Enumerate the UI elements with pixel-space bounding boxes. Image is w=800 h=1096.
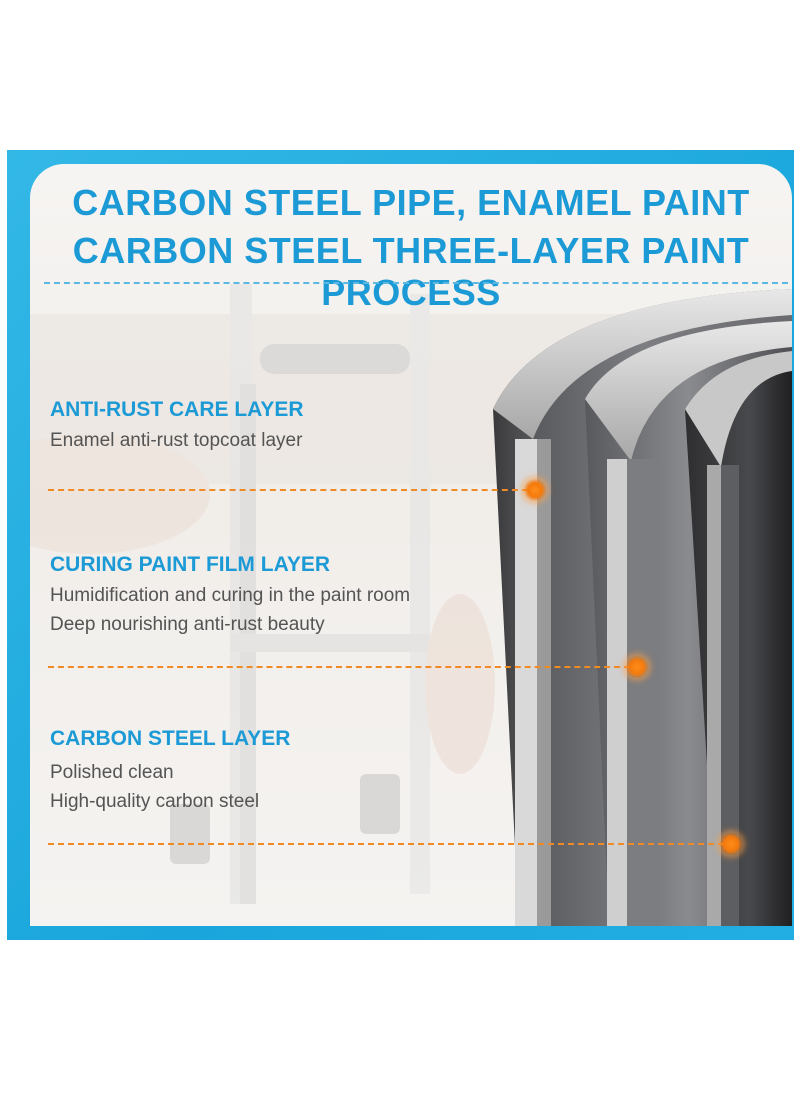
leader-line-carbon-steel: [48, 843, 724, 845]
layer-desc-carbon-2: High-quality carbon steel: [50, 791, 260, 812]
layer-heading-curing: CURING PAINT FILM LAYER: [50, 553, 331, 576]
marker-dot-anti-rust: [524, 479, 546, 501]
pipe-cross-section-illustration: [493, 289, 792, 926]
title-line-1: CARBON STEEL PIPE, ENAMEL PAINT: [72, 182, 750, 223]
layer-heading-carbon-steel: CARBON STEEL LAYER: [50, 727, 291, 750]
marker-dot-carbon-steel: [720, 833, 742, 855]
layer-desc-carbon-1: Polished clean: [50, 762, 174, 783]
layer-desc-curing-2: Deep nourishing anti-rust beauty: [50, 614, 325, 635]
layer-heading-anti-rust: ANTI-RUST CARE LAYER: [50, 398, 304, 421]
title-line-2: CARBON STEEL THREE-LAYER PAINT PROCESS: [72, 230, 750, 313]
blue-frame: CARBON STEEL PIPE, ENAMEL PAINT CARBON S…: [7, 150, 794, 940]
title-divider: [44, 282, 788, 284]
layer-desc-curing-1: Humidification and curing in the paint r…: [50, 585, 411, 606]
content-panel: CARBON STEEL PIPE, ENAMEL PAINT CARBON S…: [30, 164, 792, 926]
leader-line-anti-rust: [48, 489, 528, 491]
layer-desc-anti-rust: Enamel anti-rust topcoat layer: [50, 430, 303, 451]
marker-dot-curing: [626, 656, 648, 678]
leader-line-curing: [48, 666, 630, 668]
